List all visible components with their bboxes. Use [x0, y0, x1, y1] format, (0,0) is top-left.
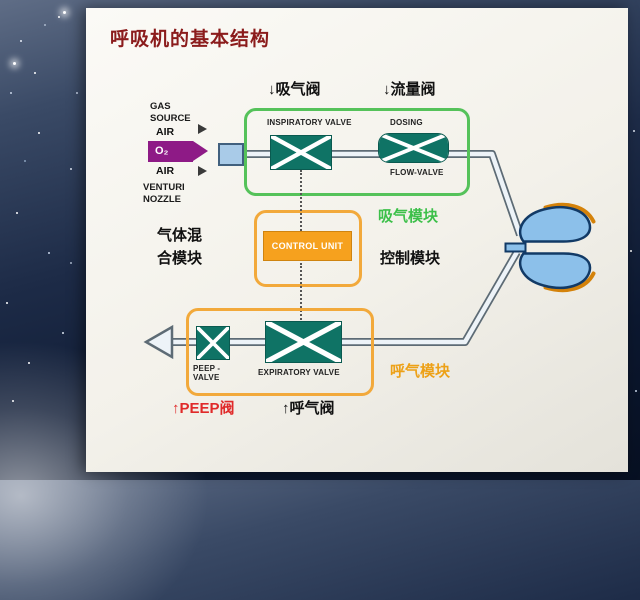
inspiratory-valve-icon — [270, 135, 332, 170]
o2-source-box: O₂ — [148, 141, 193, 162]
dosing-caption: DOSING — [390, 118, 423, 127]
expiratory-module-frame — [186, 308, 374, 396]
flow-valve-caption: FLOW-VALVE — [390, 168, 444, 177]
inspiratory-module-label: 吸气模块 — [378, 208, 439, 225]
control-signal-line — [300, 170, 302, 231]
slide-title: 呼吸机的基本结构 — [110, 29, 271, 50]
inspiratory-module-frame — [244, 108, 470, 196]
lungs-icon — [504, 198, 599, 298]
control-module-frame — [254, 210, 362, 287]
control-unit-box: CONTROL UNIT — [263, 231, 352, 261]
slide-canvas: 呼吸机的基本结构 GAS SOURCE AIR O₂ AIR VENTURI N… — [86, 8, 628, 472]
callout-peep-valve: ↑PEEP阀 — [172, 400, 235, 417]
peep-valve-icon — [196, 326, 230, 360]
callout-expiratory-valve: ↑呼气阀 — [282, 400, 335, 417]
flow-valve-icon — [378, 133, 449, 163]
venturi-nozzle-label: VENTURI NOZZLE — [143, 182, 185, 206]
venturi-mixer-box — [218, 143, 244, 166]
expiratory-valve-icon — [265, 321, 342, 363]
callout-flow-valve: ↓流量阀 — [383, 81, 436, 98]
bright-star — [13, 62, 16, 65]
control-signal-line — [300, 263, 302, 320]
air-flow-arrow-icon — [198, 166, 207, 176]
peep-valve-caption: PEEP - VALVE — [193, 364, 221, 382]
gas-source-label: GAS SOURCE — [150, 101, 191, 125]
expiratory-valve-caption: EXPIRATORY VALVE — [258, 368, 340, 377]
gas-mixing-module-label: 气体混 合模块 — [157, 227, 203, 267]
starfield-background — [0, 0, 2, 2]
bright-star — [63, 11, 66, 14]
inspiratory-valve-caption: INSPIRATORY VALVE — [267, 118, 352, 127]
o2-arrow-icon — [193, 141, 208, 161]
air-flow-arrow-icon — [198, 124, 207, 134]
expiratory-module-label: 呼气模块 — [390, 363, 451, 380]
control-module-label: 控制模块 — [380, 250, 441, 267]
air-top-label: AIR — [156, 126, 175, 138]
exhaust-arrow — [143, 324, 174, 360]
callout-inspiratory-valve: ↓吸气阀 — [268, 81, 321, 98]
air-bottom-label: AIR — [156, 165, 175, 177]
